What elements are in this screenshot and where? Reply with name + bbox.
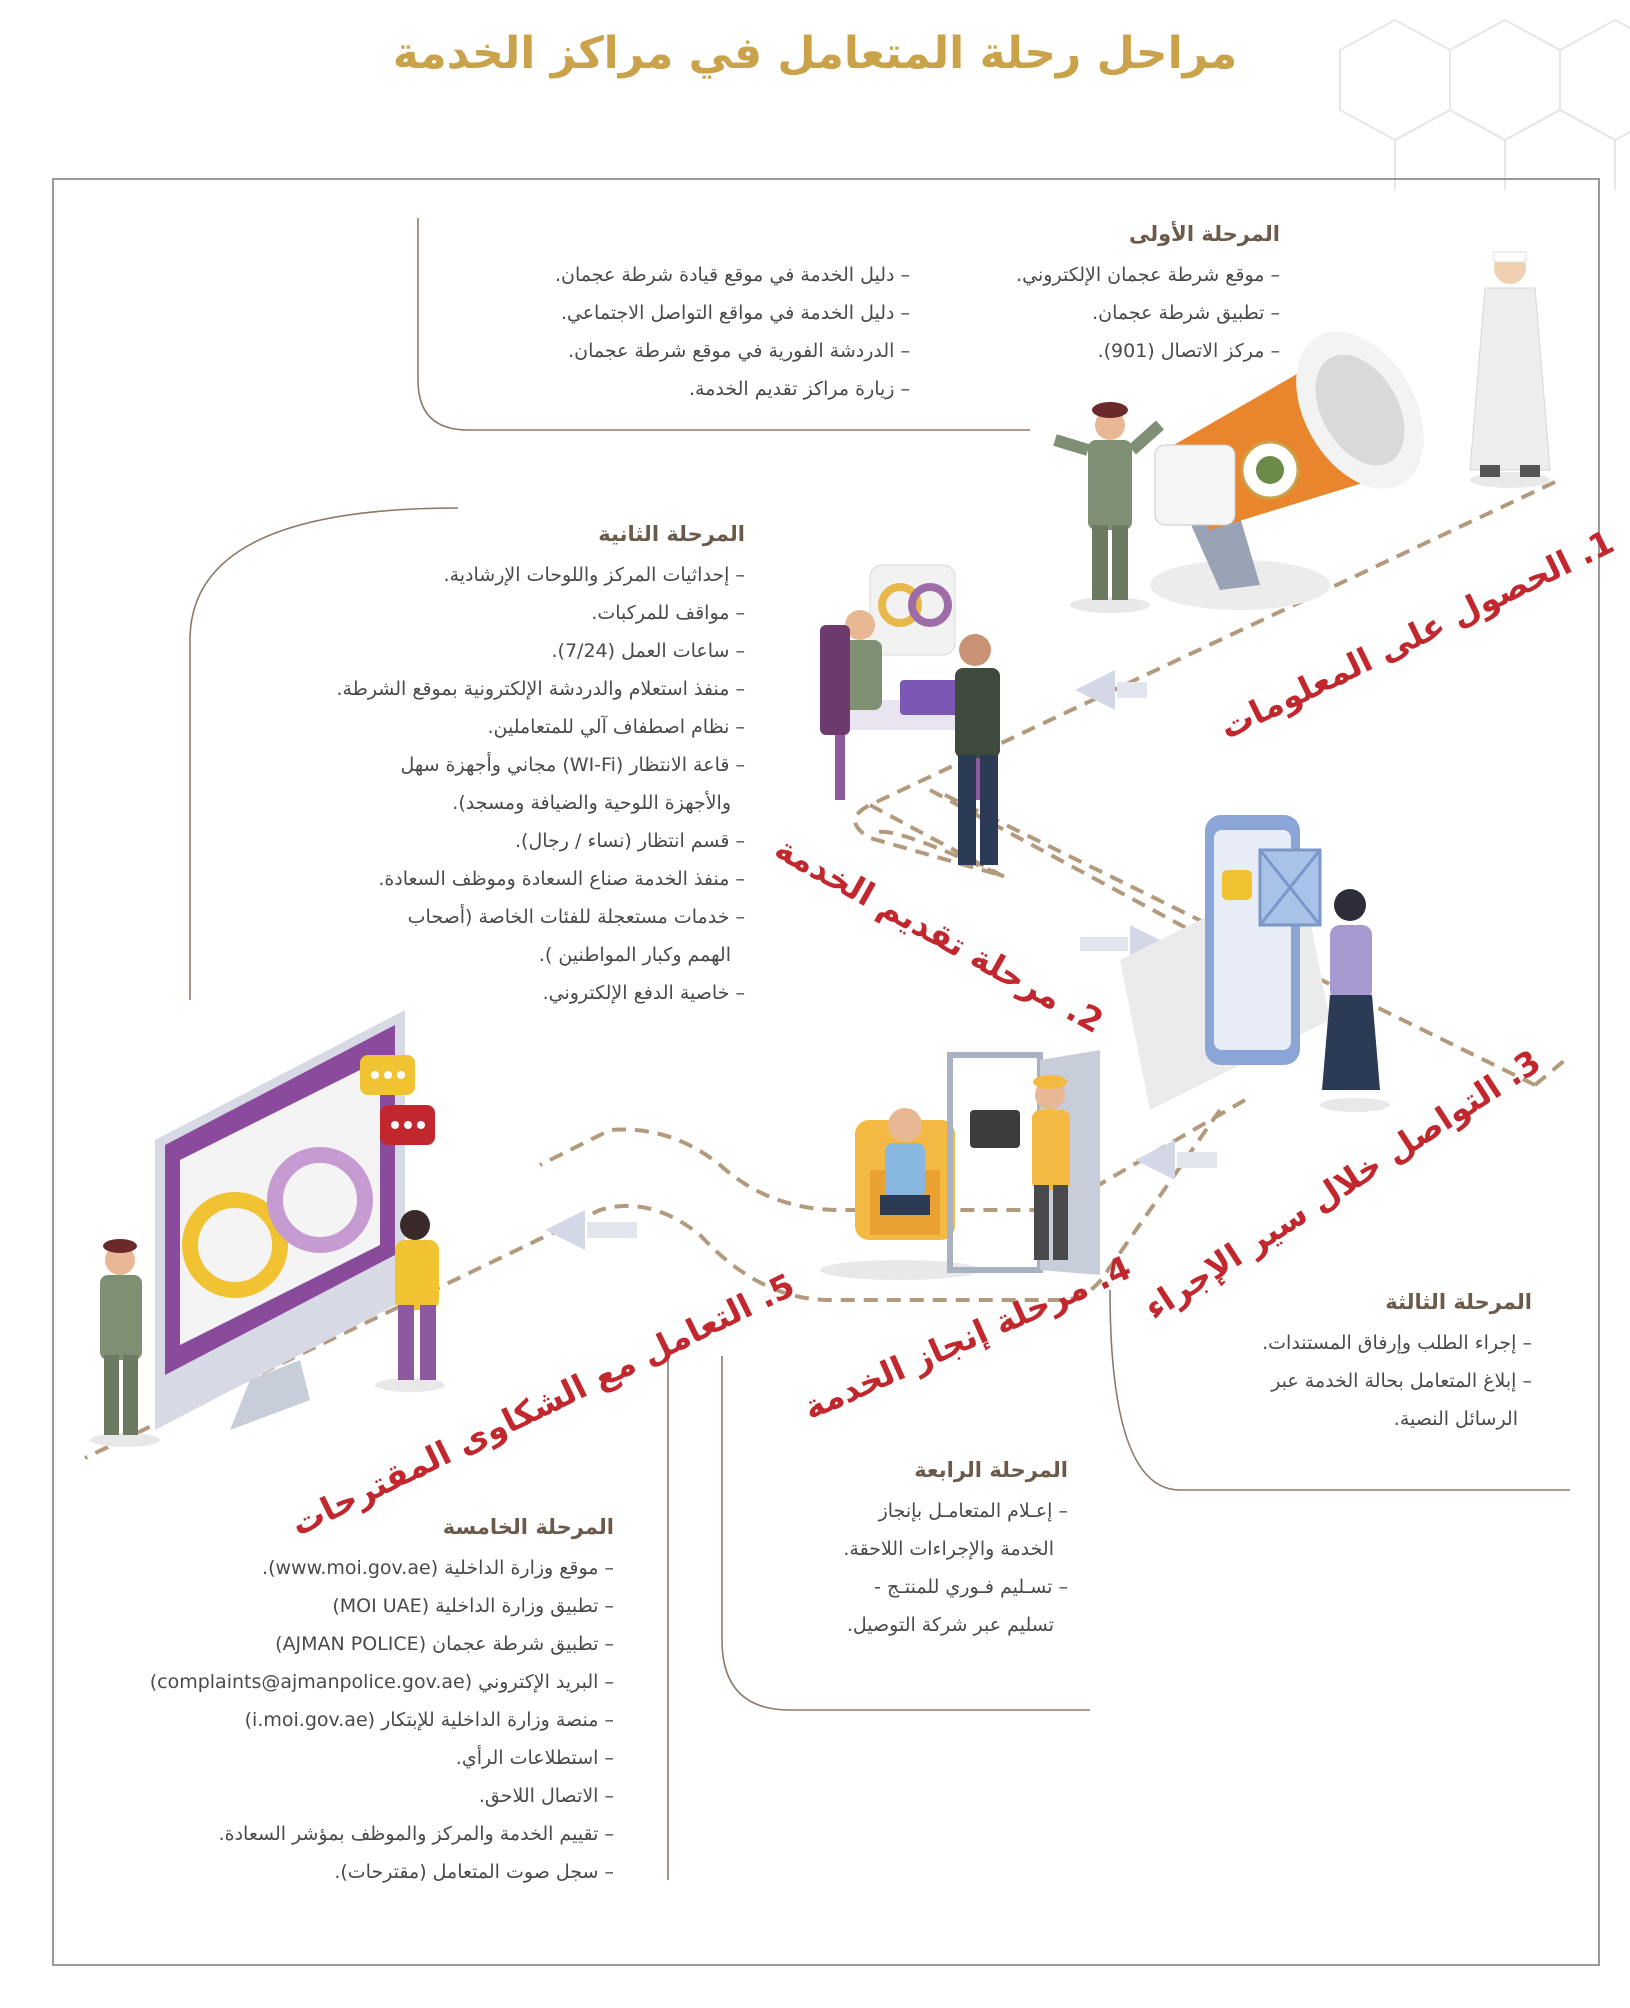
list-item: الدردشة الفورية في موقع شرطة عجمان.: [450, 332, 910, 370]
list-item: قاعة الانتظار (WI-Fi) مجاني وأجهزة سهل: [245, 746, 745, 784]
list-item: البريد الإكتروني (complaints@ajmanpolice…: [94, 1663, 614, 1701]
list-item: موقع شرطة عجمان الإلكتروني.: [860, 256, 1280, 294]
list-item: زيارة مراكز تقديم الخدمة.: [450, 370, 910, 408]
stage-3-block: المرحلة الثالثة إجراء الطلب وإرفاق المست…: [1202, 1290, 1532, 1438]
list-item: منصة وزارة الداخلية للإبتكار (i.moi.gov.…: [94, 1701, 614, 1739]
list-item: الرسائل النصية.: [1393, 1408, 1518, 1430]
stage-1-block: المرحلة الأولى موقع شرطة عجمان الإلكترون…: [860, 222, 1280, 370]
list-item: مواقف للمركبات.: [245, 594, 745, 632]
stage-heading: المرحلة الرابعة: [914, 1458, 1068, 1482]
stage-heading: المرحلة الثانية: [598, 522, 745, 546]
monitor-infinity-icon: [155, 1010, 405, 1430]
list-item: إعـلام المتعامـل بإنجاز: [768, 1492, 1068, 1530]
list-item: قسم انتظار (نساء / رجال).: [245, 822, 745, 860]
list-item: والأجهزة اللوحية والضيافة ومسجد).: [452, 792, 731, 814]
chat-bubble-icon: [360, 1055, 435, 1145]
list-item: الاتصال اللاحق.: [94, 1777, 614, 1815]
list-item: دليل الخدمة في مواقع التواصل الاجتماعي.: [450, 294, 910, 332]
stage-1-secondary-block: دليل الخدمة في موقع قيادة شرطة عجمان. دل…: [450, 256, 910, 408]
list-item: الخدمة والإجراءات اللاحقة.: [843, 1538, 1054, 1560]
stage-4-block: المرحلة الرابعة إعـلام المتعامـل بإنجاز …: [768, 1458, 1068, 1644]
officer-icon: [90, 1239, 160, 1447]
list-item: تطبيق شرطة عجمان (AJMAN POLICE): [94, 1625, 614, 1663]
page-title: مراحل رحلة المتعامل في مراكز الخدمة: [392, 28, 1238, 79]
megaphone-icon: [1150, 331, 1424, 610]
list-item: موقع وزارة الداخلية (www.moi.gov.ae).: [94, 1549, 614, 1587]
woman-user-icon: [1320, 889, 1390, 1112]
officer-icon: [1053, 402, 1164, 613]
bracket-lines: [189, 218, 1570, 1880]
stage-heading: المرحلة الأولى: [1129, 222, 1280, 246]
list-item: نظام اصطفاف آلي للمتعاملين.: [245, 708, 745, 746]
list-item: تسليم عبر شركة التوصيل.: [846, 1614, 1054, 1636]
list-item: تطبيق وزارة الداخلية (MOI UAE): [94, 1587, 614, 1625]
smartphone-app-icon: [1120, 815, 1330, 1110]
list-item: خاصية الدفع الإلكتروني.: [245, 974, 745, 1012]
list-item: مركز الاتصال (901).: [860, 332, 1280, 370]
list-item: سجل صوت المتعامل (مقترحات).: [94, 1853, 614, 1891]
man-walking-icon: [1469, 251, 1551, 488]
list-item: ساعات العمل (7/24).: [245, 632, 745, 670]
stage-2-block: المرحلة الثانية إحداثيات المركز واللوحات…: [245, 522, 745, 1012]
stage-heading: المرحلة الثالثة: [1385, 1290, 1532, 1314]
list-item: منفذ الخدمة صناع السعادة وموظف السعادة.: [245, 860, 745, 898]
diagram-frame: [52, 178, 1600, 1966]
list-item: تطبيق شرطة عجمان.: [860, 294, 1280, 332]
stage-5-block: المرحلة الخامسة موقع وزارة الداخلية (www…: [94, 1515, 614, 1891]
list-item: خدمات مستعجلة للفئات الخاصة (أصحاب: [245, 898, 745, 936]
list-item: تسـليم فـوري للمنتـج -: [768, 1568, 1068, 1606]
stage-heading: المرحلة الخامسة: [442, 1515, 614, 1539]
desk-service-icon: [820, 564, 1000, 865]
list-item: الهمم وكبار المواطنين ).: [538, 944, 731, 966]
list-item: إحداثيات المركز واللوحات الإرشادية.: [245, 556, 745, 594]
list-item: تقييم الخدمة والمركز والموظف بمؤشر السعا…: [94, 1815, 614, 1853]
list-item: استطلاعات الرأي.: [94, 1739, 614, 1777]
list-item: إجراء الطلب وإرفاق المستندات.: [1202, 1324, 1532, 1362]
list-item: منفذ استعلام والدردشة الإلكترونية بموقع …: [245, 670, 745, 708]
customer-user-icon: [375, 1210, 445, 1392]
hex-pattern-decoration: [1339, 18, 1630, 190]
list-item: إبلاغ المتعامل بحالة الخدمة عبر: [1202, 1362, 1532, 1400]
door-delivery-icon: [820, 1050, 1100, 1280]
list-item: دليل الخدمة في موقع قيادة شرطة عجمان.: [450, 256, 910, 294]
